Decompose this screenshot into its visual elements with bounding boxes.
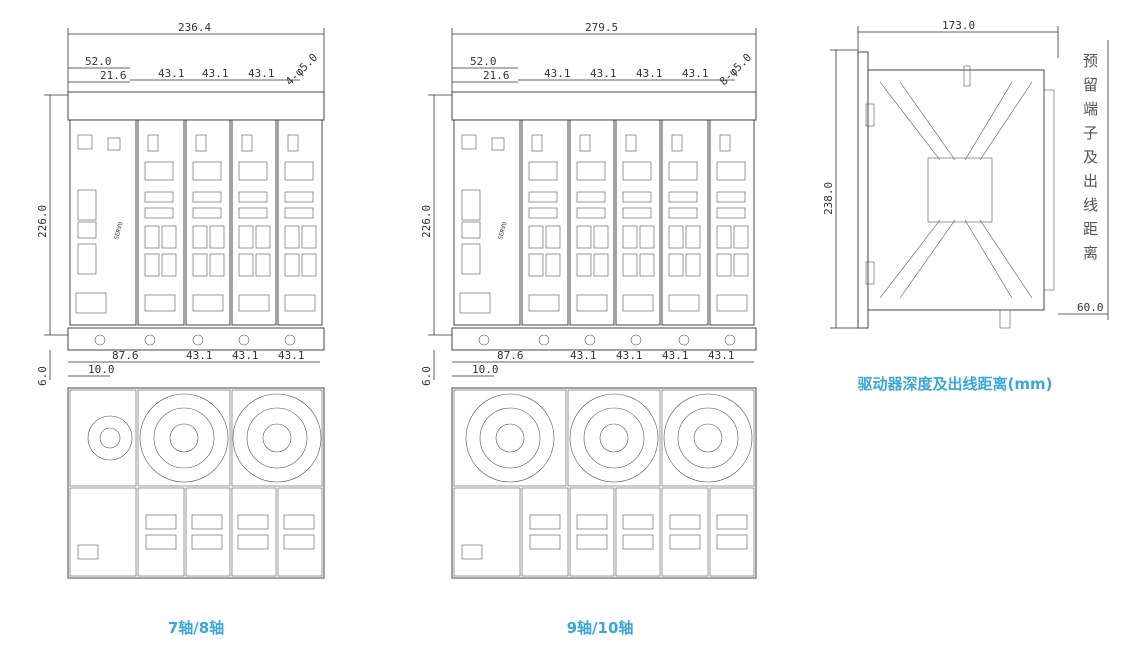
- middle-dim-bottom-first: 87.6: [497, 349, 524, 362]
- reserve-char: 距: [1083, 220, 1098, 238]
- middle-dim-height: 226.0: [420, 205, 433, 238]
- left-dim-total-width: 236.4: [178, 21, 211, 34]
- middle-bottom-view: [451, 387, 757, 579]
- reserve-char: 留: [1083, 76, 1098, 94]
- left-dim-bottom-pitch-3: 43.1: [278, 349, 305, 362]
- side-caption: 驱动器深度及出线距离(mm): [858, 375, 1053, 393]
- left-bottom-view: [67, 387, 325, 579]
- reserve-label: 预 留 端 子 及 出 线 距 离: [1083, 52, 1098, 262]
- left-dim-bottom-margin: 10.0: [88, 363, 115, 376]
- left-dim-pitch-2: 43.1: [202, 67, 229, 80]
- reserve-char: 及: [1083, 148, 1098, 166]
- left-dim-offset: 21.6: [100, 69, 127, 82]
- left-dim-bottom-pitch-2: 43.1: [232, 349, 259, 362]
- left-front-view: 236.4 52.0 21.6 43.1 43.1 43.1 4-φ5.0 22…: [36, 21, 325, 386]
- left-dim-pitch-1: 43.1: [158, 67, 185, 80]
- middle-front-view: 279.5 52.0 21.6 43.1 43.1 43.1 43.1 8-φ5…: [420, 21, 757, 386]
- reserve-char: 离: [1083, 244, 1098, 262]
- left-dim-height: 226.0: [36, 205, 49, 238]
- middle-dim-pitch-2: 43.1: [590, 67, 617, 80]
- reserve-char: 出: [1083, 172, 1098, 190]
- left-dim-bottom-pitch-1: 43.1: [186, 349, 213, 362]
- svg-text:SERVO: SERVO: [113, 221, 125, 241]
- left-caption: 7轴/8轴: [168, 619, 224, 637]
- left-dim-bottom-offset: 6.0: [36, 366, 49, 386]
- middle-dim-total-width: 279.5: [585, 21, 618, 34]
- middle-caption: 9轴/10轴: [567, 619, 634, 637]
- side-dim-depth: 173.0: [942, 19, 975, 32]
- left-dim-hole: 4-φ5.0: [283, 51, 320, 88]
- side-view: 173.0 238.0 60.0 预 留 端 子 及 出: [822, 19, 1109, 329]
- side-dim-clearance: 60.0: [1077, 301, 1104, 314]
- middle-dim-offset: 21.6: [483, 69, 510, 82]
- middle-dim-bottom-pitch-3: 43.1: [662, 349, 689, 362]
- middle-dim-bottom-pitch-1: 43.1: [570, 349, 597, 362]
- svg-text:SERVO: SERVO: [497, 221, 509, 241]
- middle-dim-pitch-3: 43.1: [636, 67, 663, 80]
- middle-dim-bottom-pitch-2: 43.1: [616, 349, 643, 362]
- middle-dim-first-module: 52.0: [470, 55, 497, 68]
- reserve-char: 子: [1083, 124, 1098, 142]
- reserve-char: 端: [1083, 100, 1098, 118]
- reserve-char: 线: [1083, 196, 1098, 214]
- side-dim-height: 238.0: [822, 182, 835, 215]
- middle-dim-pitch-4: 43.1: [682, 67, 709, 80]
- left-dim-pitch-3: 43.1: [248, 67, 275, 80]
- left-dim-bottom-first: 87.6: [112, 349, 139, 362]
- left-dim-first-module: 52.0: [85, 55, 112, 68]
- middle-dim-pitch-1: 43.1: [544, 67, 571, 80]
- middle-dim-bottom-offset: 6.0: [420, 366, 433, 386]
- reserve-char: 预: [1083, 52, 1098, 70]
- middle-dim-hole: 8-φ5.0: [717, 51, 754, 88]
- middle-dim-bottom-margin: 10.0: [472, 363, 499, 376]
- middle-dim-bottom-pitch-4: 43.1: [708, 349, 735, 362]
